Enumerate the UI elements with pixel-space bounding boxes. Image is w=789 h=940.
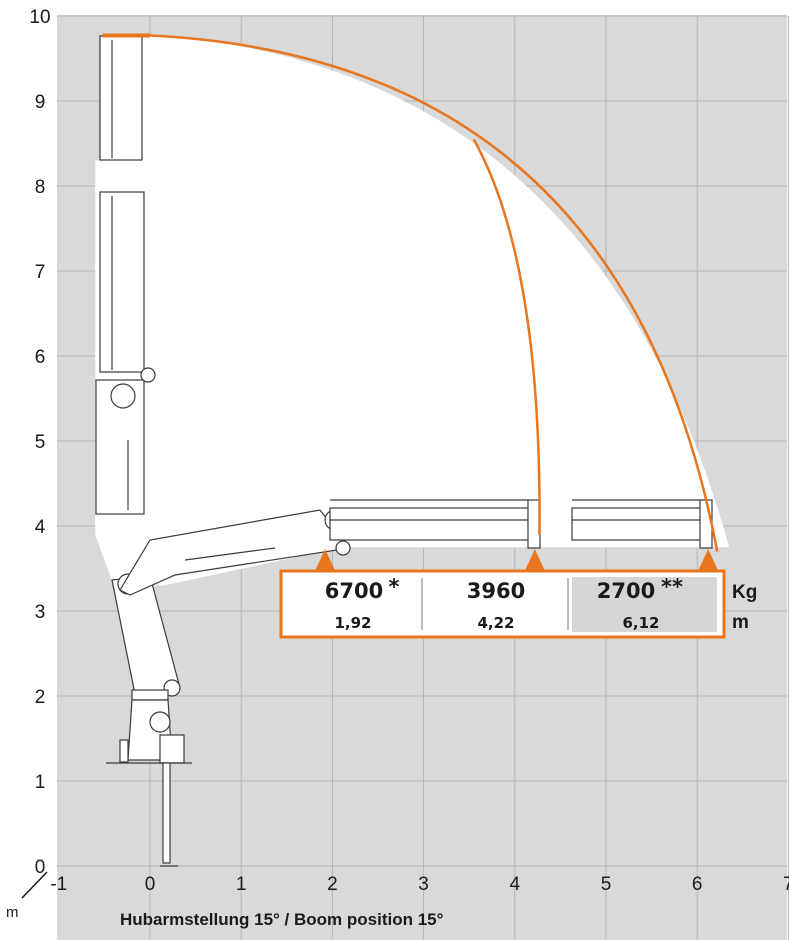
load-value: 6700 <box>325 579 383 603</box>
load-value: 2700 <box>597 579 655 603</box>
y-tick-label: 8 <box>35 177 46 198</box>
x-tick-label: 0 <box>145 874 156 895</box>
highlight-cell <box>572 577 717 632</box>
load-table: 6700 * 1,92 3960 4,22 2700 ** 6,12 Kg m <box>279 569 757 639</box>
axis-unit-label: m <box>6 904 19 921</box>
reach-value: 4,22 <box>477 614 514 632</box>
x-tick-label: 5 <box>601 874 612 895</box>
load-marker-triangle <box>523 549 546 573</box>
y-tick-label: 5 <box>35 432 46 453</box>
y-tick-label: 3 <box>35 602 46 623</box>
load-mark: ** <box>661 575 683 599</box>
y-tick-label: 7 <box>35 262 46 283</box>
y-axis-ticks: 0 1 2 3 4 5 6 7 8 9 10 <box>29 7 50 878</box>
inner-reach-curve <box>472 138 541 535</box>
load-mark: * <box>389 575 400 599</box>
y-tick-label: 4 <box>35 517 46 538</box>
y-tick-label: 6 <box>35 347 46 368</box>
reach-unit-label: m <box>732 612 749 633</box>
x-tick-label: 6 <box>692 874 703 895</box>
diagram-caption: Hubarmstellung 15° / Boom position 15° <box>120 910 444 929</box>
y-tick-label: 1 <box>35 772 46 793</box>
load-value: 3960 <box>467 579 525 603</box>
working-area-envelope <box>95 34 730 586</box>
load-marker-triangle <box>314 549 337 573</box>
reach-value: 1,92 <box>334 614 371 632</box>
x-tick-label: 2 <box>327 874 338 895</box>
x-tick-label: 7 <box>783 874 789 895</box>
outer-reach-curve <box>149 34 719 552</box>
x-tick-label: 4 <box>510 874 521 895</box>
crane-drawing <box>95 35 713 867</box>
y-tick-label: 9 <box>35 92 46 113</box>
reach-value: 6,12 <box>622 614 659 632</box>
y-tick-label: 0 <box>35 857 46 878</box>
x-tick-label: 3 <box>418 874 429 895</box>
y-tick-label: 2 <box>35 687 46 708</box>
y-tick-label: 10 <box>29 7 50 28</box>
load-unit-label: Kg <box>732 582 757 603</box>
load-markers <box>314 549 720 573</box>
load-marker-triangle <box>697 549 720 573</box>
reach-curves <box>102 33 719 552</box>
x-axis-ticks: -1 0 1 2 3 4 5 6 7 <box>50 874 789 895</box>
x-tick-label: 1 <box>236 874 247 895</box>
x-tick-label: -1 <box>50 874 67 895</box>
axis-corner-line <box>21 871 48 899</box>
